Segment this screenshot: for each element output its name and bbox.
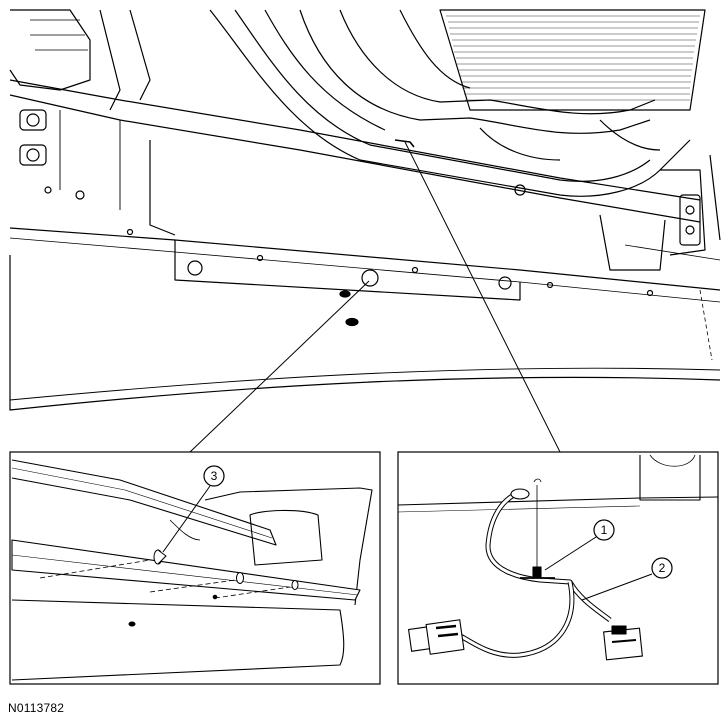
right-bracket — [599, 154, 721, 271]
fascia-lower — [9, 255, 721, 411]
cross-member — [9, 79, 701, 236]
panel-arch — [209, 9, 691, 197]
coolant-hose — [299, 9, 661, 161]
callout-2-label: 2 — [659, 561, 666, 575]
push-pin-fasteners — [39, 549, 299, 627]
callout-1: 1 — [544, 519, 615, 571]
bumper-beam — [9, 227, 721, 303]
leader-lines — [189, 141, 561, 453]
detail-view-right: 1 2 — [397, 451, 719, 685]
main-view — [9, 9, 721, 411]
figure-id: N0113782 — [8, 701, 65, 715]
callout-3: 3 — [162, 465, 225, 553]
connector-left — [408, 619, 465, 655]
left-frame — [9, 9, 151, 200]
detail-view-left: 3 — [9, 451, 381, 685]
radiator-grille — [439, 9, 706, 111]
connector-right — [603, 625, 643, 661]
callout-3-label: 3 — [211, 469, 218, 483]
callout-1-label: 1 — [601, 523, 608, 537]
harness-clip-main — [394, 139, 526, 196]
callout-2: 2 — [581, 557, 673, 601]
